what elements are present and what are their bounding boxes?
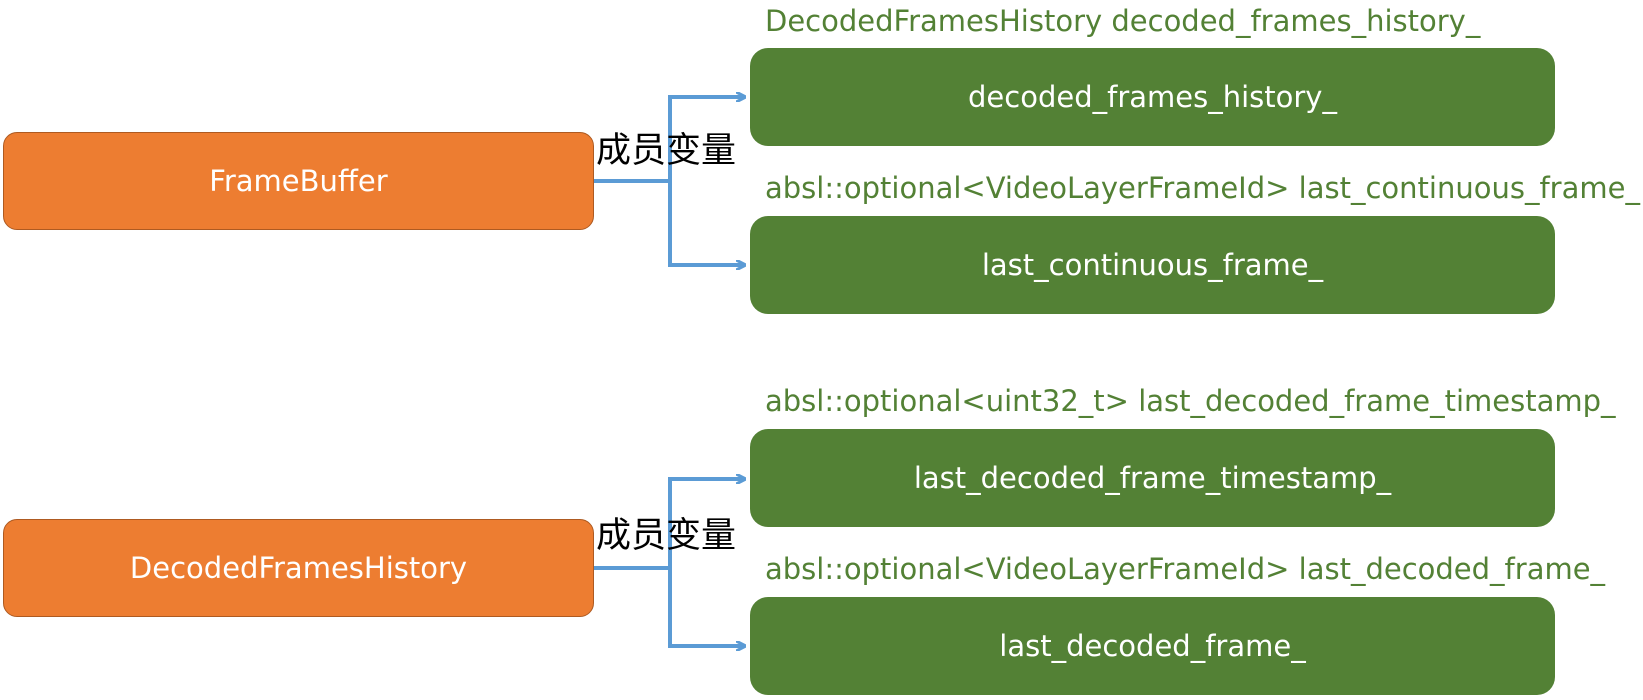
connector-branch-last-continuous-frame — [668, 181, 744, 265]
member-box-last-continuous-frame[interactable]: last_continuous_frame_ — [750, 216, 1555, 314]
connector-branch-last-decoded-frame-timestamp — [668, 479, 744, 568]
member-name: last_decoded_frame_timestamp_ — [913, 461, 1392, 495]
relation-label: 成员变量 — [596, 131, 737, 171]
member-box-last-decoded-frame-timestamp[interactable]: last_decoded_frame_timestamp_ — [750, 429, 1555, 527]
class-name: FrameBuffer — [209, 164, 388, 198]
class-box-decodedframeshistory[interactable]: DecodedFramesHistory — [3, 519, 594, 617]
class-box-framebuffer[interactable]: FrameBuffer — [3, 132, 594, 230]
member-box-last-decoded-frame[interactable]: last_decoded_frame_ — [750, 597, 1555, 695]
connector-branch-last-decoded-frame — [668, 568, 744, 646]
connector-branch-decoded-frames-history — [668, 97, 744, 181]
member-declaration: absl::optional<uint32_t> last_decoded_fr… — [765, 384, 1616, 418]
member-declaration: DecodedFramesHistory decoded_frames_hist… — [765, 4, 1481, 38]
relation-label: 成员变量 — [596, 516, 737, 556]
member-name: decoded_frames_history_ — [968, 80, 1337, 114]
member-box-decoded-frames-history[interactable]: decoded_frames_history_ — [750, 48, 1555, 146]
member-declaration: absl::optional<VideoLayerFrameId> last_c… — [765, 171, 1640, 205]
member-name: last_decoded_frame_ — [999, 629, 1306, 663]
member-declaration: absl::optional<VideoLayerFrameId> last_d… — [765, 552, 1606, 586]
member-name: last_continuous_frame_ — [981, 248, 1324, 282]
class-name: DecodedFramesHistory — [129, 551, 468, 585]
